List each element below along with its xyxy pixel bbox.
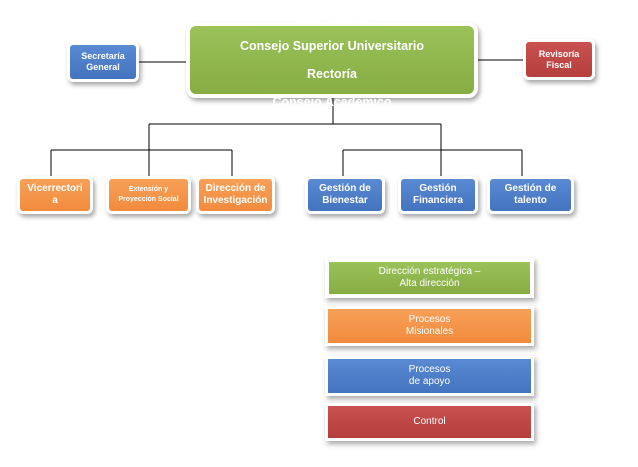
legend-strategic: Dirección estratégica – Alta dirección xyxy=(325,258,534,298)
governing-bodies-box: Sala General Consejo Superior Universita… xyxy=(186,11,478,109)
revisoria-fiscal-label: Revisoría Fiscal xyxy=(538,48,580,70)
extension-proyeccion-social-box: Extensión y Proyección Social xyxy=(106,176,191,214)
gestion-bienestar-box: Gestión de Bienestar xyxy=(305,176,385,214)
direccion-investigacion-box: Dirección de Investigación xyxy=(196,176,275,214)
revisoria-fiscal-box: Revisoría Fiscal xyxy=(523,39,595,80)
legend-support: Procesos de apoyo xyxy=(325,356,534,396)
legend-strategic-label: Dirección estratégica – Alta dirección xyxy=(378,266,481,289)
legend-support-label: Procesos de apoyo xyxy=(408,364,451,387)
gestion-financiera-box: Gestión Financiera xyxy=(398,176,478,214)
extension-proyeccion-social-label: Extensión y Proyección Social xyxy=(118,186,179,203)
legend-control-label: Control xyxy=(413,416,446,427)
legend-missional: Procesos Misionales xyxy=(325,306,534,346)
governing-line-3: Rectoría xyxy=(306,67,357,81)
governing-line-1: Sala General xyxy=(294,11,370,25)
secretaria-general-label: Secretaría General xyxy=(81,51,125,72)
direccion-investigacion-label: Dirección de Investigación xyxy=(203,183,268,206)
legend-control: Control xyxy=(325,403,534,441)
governing-line-2: Consejo Superior Universitario xyxy=(239,39,425,53)
secretaria-general-box: Secretaría General xyxy=(67,42,139,82)
vicerrectoria-box: Vicerrectori a xyxy=(17,176,93,214)
vicerrectoria-label: Vicerrectori a xyxy=(27,183,83,206)
governing-line-4: Consejo Académico xyxy=(272,95,392,109)
legend-missional-label: Procesos Misionales xyxy=(405,314,454,337)
gestion-financiera-label: Gestión Financiera xyxy=(412,183,464,206)
gestion-talento-label: Gestión de talento xyxy=(504,183,557,206)
gestion-bienestar-label: Gestión de Bienestar xyxy=(319,183,371,206)
gestion-talento-box: Gestión de talento xyxy=(487,176,574,214)
